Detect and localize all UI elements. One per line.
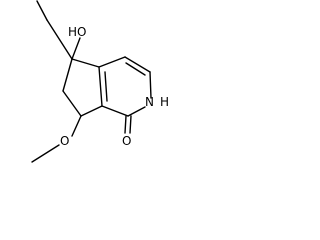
bond-ring6-top bbox=[98, 56, 126, 68]
bond-ring5-b bbox=[62, 58, 73, 92]
bond-ring5-c bbox=[62, 90, 82, 117]
bond-ring6-fused-inner bbox=[104, 71, 108, 102]
atom-label-o-carbonyl: O bbox=[122, 134, 131, 148]
bond-ethyl-ch2 bbox=[46, 19, 73, 60]
bond-ometh-ch3 bbox=[31, 144, 60, 163]
bond-carbonyl-a bbox=[124, 115, 127, 134]
bond-ring5-a bbox=[71, 58, 100, 68]
bond-ring6-cc bbox=[124, 56, 151, 73]
bond-ring6-nc bbox=[127, 106, 146, 117]
bond-c-oh bbox=[71, 37, 81, 60]
bond-ring6-cn bbox=[149, 71, 152, 99]
atom-label-o-methoxy: O bbox=[60, 134, 69, 148]
bond-ring5-d bbox=[80, 105, 103, 117]
bond-c-ometh bbox=[71, 115, 82, 137]
bond-ring6-cc-inner bbox=[125, 62, 146, 76]
bond-carbonyl-b bbox=[129, 115, 132, 134]
chemical-structure-diagram: HO H N O O bbox=[31, 0, 169, 163]
bond-ethyl-ch3 bbox=[36, 0, 48, 21]
bond-ring6-fused bbox=[98, 66, 103, 107]
bond-ring6-bottom bbox=[101, 105, 129, 117]
atom-label-ho: HO bbox=[68, 25, 86, 39]
atom-label-nh-n: N bbox=[145, 95, 154, 109]
atom-label-nh-h: H bbox=[160, 95, 169, 109]
